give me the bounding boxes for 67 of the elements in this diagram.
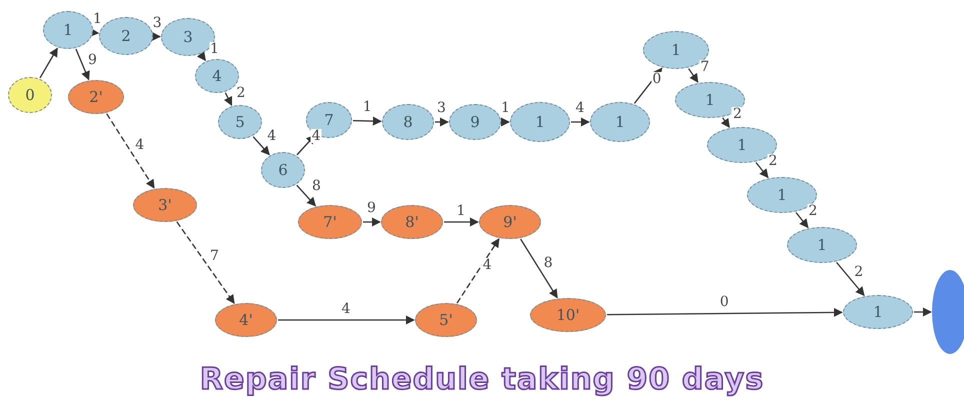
arrow xyxy=(836,262,865,296)
arrow xyxy=(152,32,161,41)
event-node: 5' xyxy=(415,303,477,337)
edge-label: 1 xyxy=(92,12,103,26)
arrow xyxy=(634,67,662,104)
arrow xyxy=(435,117,449,127)
event-node: 9' xyxy=(479,205,541,239)
arrow xyxy=(252,136,270,156)
edge-label: 9 xyxy=(366,201,377,215)
arrow xyxy=(39,47,58,78)
edge-label: 0 xyxy=(651,72,662,86)
edge-label: 3 xyxy=(436,101,447,115)
event-node: 0 xyxy=(8,77,52,113)
arrow xyxy=(196,51,206,62)
arrow xyxy=(363,217,381,227)
event-node: 1 xyxy=(43,11,93,49)
arrow xyxy=(756,162,769,178)
event-node: 7' xyxy=(298,205,362,239)
arrow xyxy=(688,68,698,83)
arrow xyxy=(500,117,510,127)
arrow xyxy=(571,117,590,127)
edge-label: 8 xyxy=(542,256,554,270)
arrow xyxy=(106,113,155,189)
edge-label: 4 xyxy=(574,101,586,115)
event-node: 3' xyxy=(133,188,197,222)
event-node: 9 xyxy=(449,104,501,140)
edge-label: 4 xyxy=(482,258,493,272)
event-node: 8' xyxy=(381,205,443,239)
edge-label: 1 xyxy=(456,204,466,218)
event-node: 2' xyxy=(68,80,124,114)
event-node: 4' xyxy=(215,303,277,337)
edge-label: 0 xyxy=(718,295,730,310)
edge-label: 1 xyxy=(500,101,511,115)
edge-label: 4 xyxy=(310,128,322,143)
arrow xyxy=(296,184,316,207)
event-node: 4 xyxy=(195,59,239,93)
arrow xyxy=(224,92,232,106)
edge-label: 9 xyxy=(87,53,98,68)
arrow xyxy=(278,315,415,325)
arrow xyxy=(296,134,316,156)
edge-label: 1 xyxy=(362,100,373,114)
arrow xyxy=(176,221,235,304)
arrow xyxy=(606,308,843,317)
event-node: 1 xyxy=(787,227,857,263)
edge-label: 2 xyxy=(236,86,246,100)
event-node: 2 xyxy=(99,17,153,55)
edge-label: 2 xyxy=(853,264,864,279)
event-node: 1 xyxy=(843,295,913,329)
event-node: 1 xyxy=(510,102,570,142)
arrow xyxy=(75,48,90,80)
arrow xyxy=(352,116,382,126)
arrow xyxy=(914,307,932,317)
arrow xyxy=(520,238,558,298)
edge-label: 4 xyxy=(340,302,352,316)
arrow xyxy=(456,238,500,304)
edge-label: 4 xyxy=(134,138,146,152)
arrow xyxy=(720,117,730,128)
event-node: 6 xyxy=(261,152,305,188)
event-node: 10' xyxy=(530,298,606,332)
arrow xyxy=(444,217,479,227)
event-node: 8 xyxy=(382,104,434,140)
event-node: 1 xyxy=(590,102,650,142)
edge-label: 8 xyxy=(311,179,322,194)
event-node: 5 xyxy=(218,105,262,139)
arrow xyxy=(796,212,809,228)
caption: Repair Schedule taking 90 days xyxy=(198,362,766,397)
edge-label: 3 xyxy=(152,16,163,30)
